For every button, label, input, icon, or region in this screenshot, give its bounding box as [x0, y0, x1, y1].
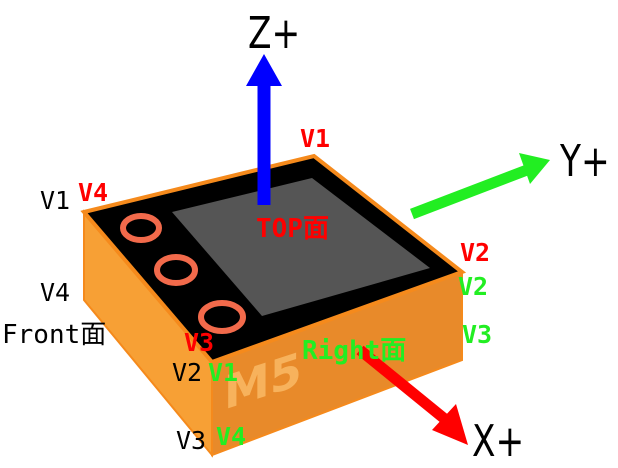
top-face-label: TOP面	[256, 214, 329, 244]
ring-2	[154, 254, 198, 286]
y-axis-line	[410, 164, 529, 220]
x-axis-line	[356, 345, 450, 425]
ring-3	[198, 300, 246, 334]
top-vertex-v4: V4	[78, 178, 109, 207]
x-axis-label: X+	[472, 416, 525, 467]
top-vertex-v2: V2	[460, 238, 491, 267]
right-vertex-v3: V3	[462, 320, 493, 349]
y-axis-arrowhead	[519, 153, 550, 184]
top-vertex-v1: V1	[300, 124, 331, 153]
x-axis-arrowhead	[432, 404, 468, 445]
right-vertex-v1: V1	[208, 358, 239, 387]
right-vertex-v4: V4	[216, 422, 247, 451]
front-face-label: Front面	[2, 320, 107, 350]
right-face-label: Right面	[302, 336, 407, 366]
top-vertex-v3: V3	[184, 328, 215, 357]
ring-1	[120, 213, 162, 243]
screen	[172, 178, 430, 316]
right-vertex-v2: V2	[458, 272, 489, 301]
front-vertex-v2: V2	[172, 358, 203, 387]
front-vertex-v4: V4	[40, 278, 71, 307]
z-axis-arrowhead	[246, 54, 282, 86]
front-vertex-v3: V3	[176, 426, 207, 455]
z-axis-label: Z+	[248, 8, 301, 59]
front-vertex-v1: V1	[40, 186, 71, 215]
y-axis-label: Y+	[560, 136, 610, 187]
